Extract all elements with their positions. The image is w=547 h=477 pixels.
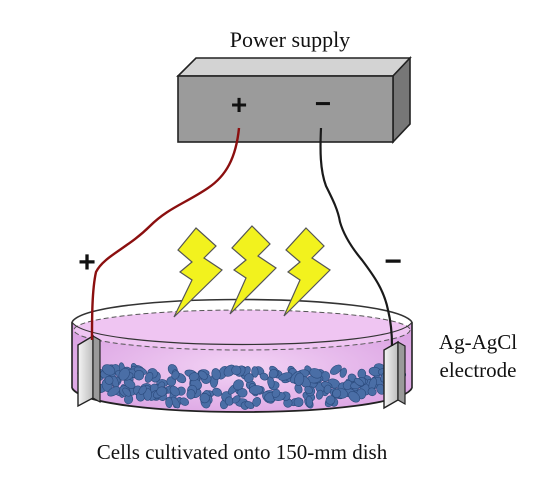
- left-electrode: [77, 334, 101, 408]
- left-plus-sign: +: [78, 246, 96, 279]
- cell: [211, 368, 221, 381]
- cell: [252, 397, 262, 407]
- cell: [330, 364, 342, 375]
- positive-wire: [90, 127, 241, 341]
- cell: [304, 385, 313, 395]
- cell: [348, 391, 361, 403]
- power-supply-box: + −: [176, 55, 412, 145]
- psu-plus-terminal: +: [231, 89, 247, 120]
- cell: [271, 389, 281, 398]
- cell: [169, 385, 180, 397]
- lightning-bolt-icon: [229, 225, 277, 315]
- cell: [212, 387, 222, 397]
- lightning-bolt-icon: [173, 227, 223, 318]
- cell: [199, 393, 210, 404]
- cell: [367, 387, 377, 397]
- cell: [133, 370, 145, 381]
- cell: [231, 395, 241, 404]
- electrode-label-line2: electrode: [440, 358, 517, 382]
- cell: [293, 397, 304, 408]
- cell: [170, 396, 181, 409]
- cell: [294, 372, 305, 386]
- power-supply-label: Power supply: [230, 27, 350, 52]
- cell: [259, 372, 269, 381]
- cell: [198, 370, 208, 380]
- cell: [232, 379, 244, 391]
- cell: [231, 365, 242, 376]
- cell: [237, 388, 248, 398]
- right-electrode: [383, 340, 406, 410]
- cell: [354, 377, 364, 387]
- cell: [325, 395, 336, 405]
- cell: [251, 366, 259, 378]
- cell: [123, 378, 136, 389]
- cell: [268, 368, 279, 379]
- cell: [305, 395, 313, 408]
- cell: [309, 368, 323, 379]
- psu-minus-terminal: −: [315, 88, 331, 119]
- cell: [104, 375, 114, 385]
- cell: [244, 373, 254, 383]
- cell: [122, 387, 132, 397]
- cell: [107, 386, 121, 397]
- electrode-label-line1: Ag-AgCl: [439, 330, 517, 354]
- cell: [323, 384, 332, 394]
- cell: [156, 386, 167, 397]
- cell: [315, 389, 324, 400]
- power-supply-front: [177, 75, 394, 143]
- negative-wire: [319, 127, 394, 347]
- cell: [188, 372, 200, 382]
- cell: [171, 370, 180, 380]
- right-minus-sign: −: [384, 245, 402, 278]
- cell: [244, 401, 255, 409]
- cell: [102, 364, 116, 376]
- cell: [118, 367, 130, 381]
- dish-caption: Cells cultivated onto 150-mm dish: [97, 440, 388, 464]
- power-supply-top: [176, 57, 412, 77]
- cell: [138, 385, 147, 395]
- cell: [248, 385, 264, 395]
- medium-surface: [73, 309, 411, 351]
- cell: [165, 396, 173, 408]
- cell: [186, 389, 196, 400]
- lightning-bolt-icon: [283, 227, 331, 317]
- cell: [339, 367, 347, 378]
- cell: [278, 372, 293, 381]
- cell: [179, 397, 189, 406]
- cell: [332, 388, 342, 398]
- cell: [144, 372, 154, 383]
